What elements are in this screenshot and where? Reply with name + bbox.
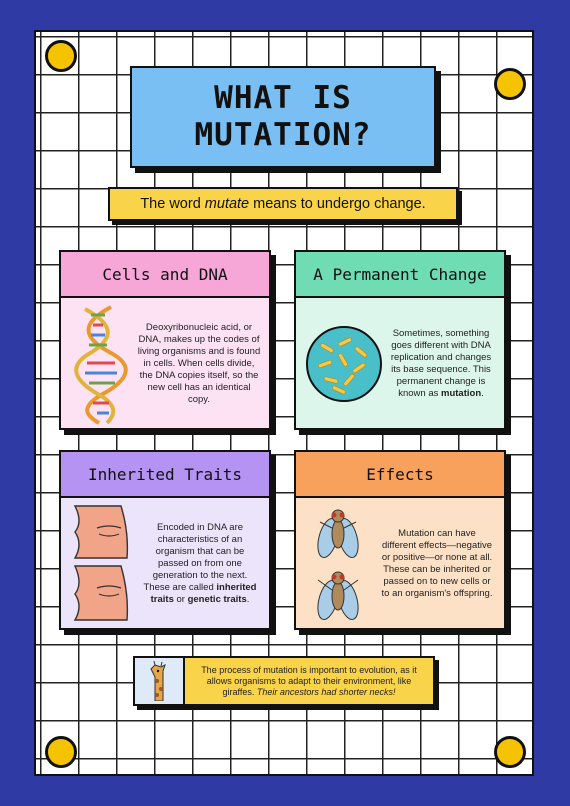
card-inherited-traits: Inherited Traits Encoded in DNA are char… (59, 450, 271, 630)
card-heading: Cells and DNA (61, 252, 269, 298)
card-text: Sometimes, something goes different with… (390, 328, 492, 399)
title-box: WHAT IS MUTATION? (130, 66, 436, 168)
footer-note: The process of mutation is important to … (133, 656, 435, 706)
card-permanent-change: A Permanent Change Sometimes, something … (294, 250, 506, 430)
dna-helix-icon (74, 305, 128, 425)
card-body: Deoxyribonucleic acid, or DNA, makes up … (61, 298, 269, 430)
corner-dot-top-right (494, 68, 526, 100)
card-cells-and-dna: Cells and DNA Deoxyribonucleic acid, or … (59, 250, 271, 430)
lips-chin-icon (73, 505, 129, 621)
card-heading: Inherited Traits (61, 452, 269, 498)
card-text: Mutation can have different effects—nega… (381, 528, 493, 599)
card-body: Mutation can have different effects—nega… (296, 498, 504, 630)
corner-dot-bottom-right (494, 736, 526, 768)
footer-image (135, 658, 185, 704)
card-text: Encoded in DNA are characteristics of an… (143, 522, 257, 605)
corner-dot-top-left (45, 40, 77, 72)
page-title: WHAT IS MUTATION? (194, 80, 372, 153)
corner-dot-bottom-left (45, 736, 77, 768)
card-text: Deoxyribonucleic acid, or DNA, makes up … (137, 322, 261, 405)
card-body: Encoded in DNA are characteristics of an… (61, 498, 269, 630)
card-effects: Effects Mut (294, 450, 506, 630)
subtitle-banner: The word mutate means to undergo change. (108, 187, 458, 221)
fruit-fly-icon (317, 509, 359, 620)
card-body: Sometimes, something goes different with… (296, 298, 504, 430)
giraffe-icon (150, 661, 166, 701)
cell-chromosomes-icon (306, 326, 382, 402)
card-heading: Effects (296, 452, 504, 498)
footer-text: The process of mutation is important to … (201, 664, 417, 697)
subtitle-emphasis: mutate (204, 196, 250, 212)
subtitle-text: The word mutate means to undergo change. (140, 196, 426, 212)
card-heading: A Permanent Change (296, 252, 504, 298)
